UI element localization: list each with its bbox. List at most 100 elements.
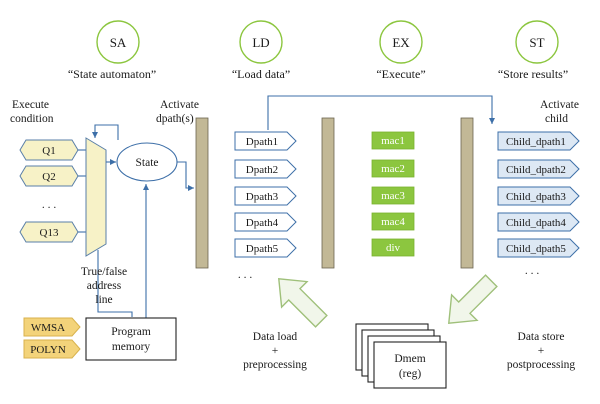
dpath-2: Dpath2	[234, 159, 297, 179]
true-false-label-1: True/false	[81, 266, 127, 278]
dpath-1: Dpath1	[234, 131, 297, 151]
stage-st: ST “Store results”	[498, 20, 568, 81]
stage-st-desc: “Store results”	[498, 67, 568, 81]
op-mac1-box	[371, 131, 415, 150]
dpath-1-shape	[234, 131, 297, 151]
dpath-3: Dpath3	[234, 186, 297, 206]
op-div-box	[371, 238, 415, 257]
program-memory-label-2: memory	[112, 341, 151, 353]
dmem-stack: Dmem (reg)	[355, 323, 447, 389]
activate-dpath-label-2: dpath(s)	[156, 113, 194, 125]
true-false-label-2: address	[87, 280, 122, 292]
condition-q1-label: Q1	[42, 145, 55, 157]
child-dpath-1-shape	[497, 131, 580, 151]
data-load-label-1: Data load	[253, 331, 298, 343]
child-dpath-2-shape	[497, 159, 580, 179]
op-div: div	[371, 238, 415, 257]
dmem-page-front	[373, 341, 447, 389]
stage-st-circle	[515, 20, 559, 64]
memory-tag-wmsa: WMSA	[23, 317, 81, 337]
child-dpath-2: Child_dpath2	[497, 159, 580, 179]
dpath-3-shape	[234, 186, 297, 206]
memory-tag-wmsa-shape	[23, 317, 81, 337]
activate-child-label-2: child	[545, 113, 568, 125]
op-mac1-label: mac1	[381, 135, 405, 147]
child-ellipsis: . . .	[525, 265, 540, 277]
state-to-register-line	[177, 161, 194, 191]
data-load-arrow-shape	[278, 278, 328, 328]
memory-tag-polyn-label: POLYN	[30, 344, 66, 356]
dpath-3-label: Dpath3	[246, 191, 279, 203]
dpath-4-label: Dpath4	[246, 217, 279, 229]
child-dpath-4-shape	[497, 212, 580, 232]
stage-ld-desc: “Load data”	[232, 67, 290, 81]
stage-ex-circle	[379, 20, 423, 64]
child-dpath-5-shape	[497, 238, 580, 258]
stage-ld-abbr: LD	[252, 35, 269, 50]
op-mac4-label: mac4	[381, 216, 405, 228]
stage-sa-circle	[96, 20, 140, 64]
dmem-label-2: (reg)	[399, 368, 422, 380]
execute-condition-label-2: condition	[10, 113, 54, 125]
register-bar-ld-ex	[321, 117, 335, 269]
condition-ellipsis: . . .	[42, 199, 57, 211]
op-mac4-box	[371, 212, 415, 231]
data-store-label-1: Data store	[518, 331, 565, 343]
data-load-label-2: +	[272, 345, 279, 357]
data-load-label-3: preprocessing	[243, 359, 307, 371]
dpath-2-label: Dpath2	[246, 164, 278, 176]
condition-q2: Q2	[19, 165, 79, 187]
execute-condition-label-1: Execute	[12, 99, 49, 111]
dpath-1-label: Dpath1	[246, 136, 278, 148]
data-store-arrow	[448, 274, 498, 324]
register-bar-ex-st	[460, 117, 474, 269]
dpath-5: Dpath5	[234, 238, 297, 258]
op-mac2-label: mac2	[381, 163, 405, 175]
child-dpath-3-shape	[497, 186, 580, 206]
stage-st-abbr: ST	[529, 35, 544, 50]
op-mac3-box	[371, 186, 415, 205]
child-dpath-3-label: Child_dpath3	[506, 191, 566, 203]
memory-tag-polyn: POLYN	[23, 339, 81, 359]
condition-q1: Q1	[19, 139, 79, 161]
true-false-label-3: line	[95, 294, 112, 306]
activate-dpath-label-1: Activate	[160, 99, 199, 111]
data-load-arrow	[278, 278, 328, 328]
dpath-5-shape	[234, 238, 297, 258]
stage-sa-abbr: SA	[110, 35, 127, 50]
op-mac3-label: mac3	[381, 190, 405, 202]
activate-child-label-1: Activate	[540, 99, 579, 111]
op-mac3: mac3	[371, 186, 415, 205]
state-label: State	[136, 157, 159, 169]
data-store-arrow-shape	[448, 274, 498, 324]
dpath-2-shape	[234, 159, 297, 179]
dmem-label-1: Dmem	[394, 353, 425, 365]
state-feedback-line	[92, 124, 119, 140]
data-store-label-2: +	[538, 345, 545, 357]
data-store-label-3: postprocessing	[507, 359, 576, 371]
condition-mux	[85, 137, 107, 257]
op-mac4: mac4	[371, 212, 415, 231]
stage-ex: EX “Execute”	[376, 20, 426, 81]
stage-sa-desc: “State automaton”	[68, 67, 156, 81]
op-mac2-box	[371, 159, 415, 178]
op-mac1: mac1	[371, 131, 415, 150]
memory-tag-wmsa-label: WMSA	[31, 322, 65, 334]
child-dpath-1: Child_dpath1	[497, 131, 580, 151]
register-bar-sa-ld	[195, 117, 209, 269]
dpath-4: Dpath4	[234, 212, 297, 232]
activate-child-line	[267, 95, 495, 130]
stage-ex-desc: “Execute”	[376, 67, 425, 81]
child-dpath-4-label: Child_dpath4	[506, 217, 566, 229]
program-memory-box	[85, 317, 177, 361]
child-dpath-5: Child_dpath5	[497, 238, 580, 258]
condition-q2-label: Q2	[42, 171, 55, 183]
condition-q13-label: Q13	[40, 227, 59, 239]
stage-sa: SA “State automaton”	[68, 20, 156, 81]
dpath-4-shape	[234, 212, 297, 232]
address-line	[97, 250, 133, 317]
child-dpath-4: Child_dpath4	[497, 212, 580, 232]
dpath-ellipsis: . . .	[238, 269, 253, 281]
stage-ld-circle	[239, 20, 283, 64]
